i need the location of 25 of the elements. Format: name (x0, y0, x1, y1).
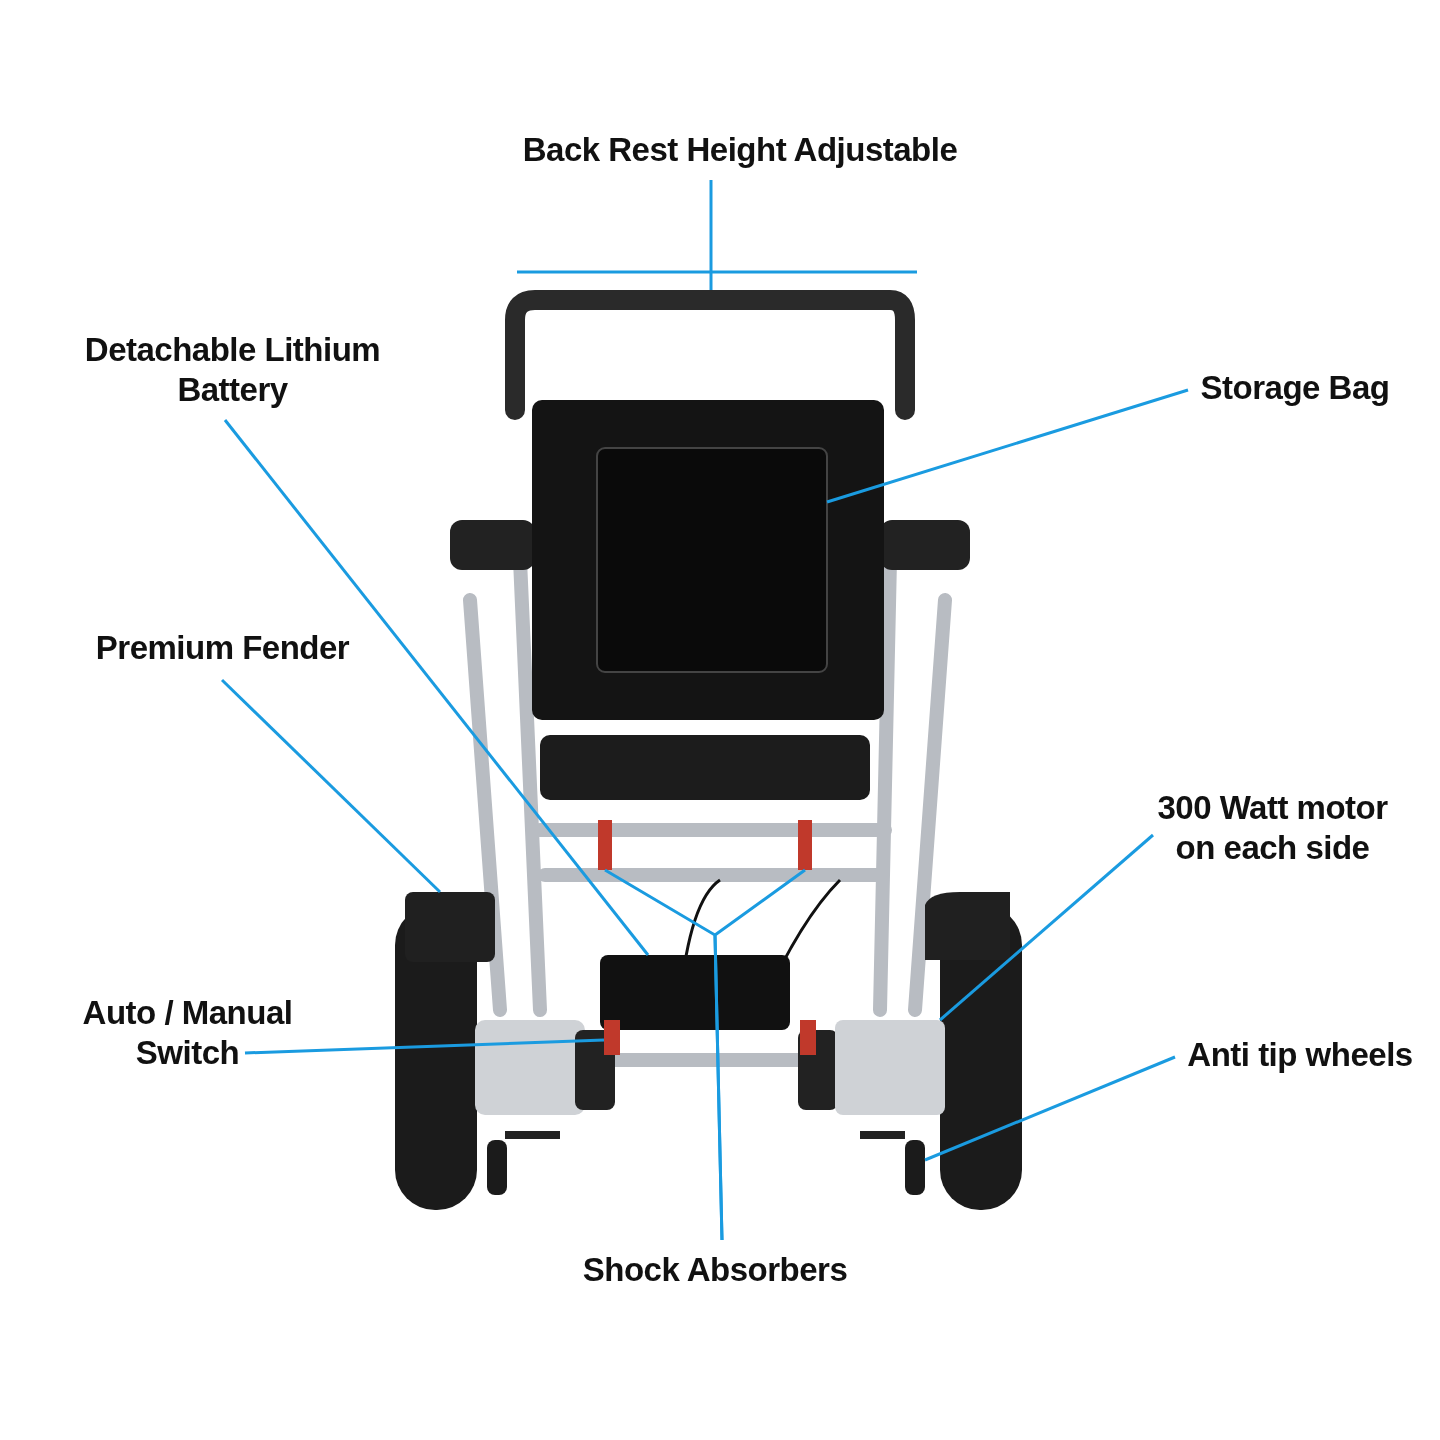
callout-label: Back Rest Height Adjustable (480, 130, 1000, 170)
callout-label: Shock Absorbers (560, 1250, 870, 1290)
callout-label: Detachable Lithium Battery (60, 330, 405, 410)
storage-bag (596, 447, 828, 673)
shock-absorber (598, 820, 612, 870)
callout-label: Storage Bag (1190, 368, 1400, 408)
leader-line (924, 1055, 1176, 1162)
anti-tip-wheel (905, 1140, 925, 1195)
switch-lever (604, 1020, 620, 1055)
backrest-handle (505, 290, 915, 420)
motor (835, 1020, 945, 1115)
callout-label: 300 Watt motor on each side (1140, 788, 1405, 868)
callout-label: Auto / Manual Switch (60, 993, 315, 1073)
leader-line (713, 868, 806, 1241)
leader-line (939, 833, 1154, 1022)
leader-line (244, 1038, 605, 1055)
callout-label: Anti tip wheels (1175, 1035, 1425, 1075)
leader-line (709, 180, 713, 290)
leader-line (220, 678, 442, 894)
callout-label: Premium Fender (80, 628, 365, 668)
shock-absorber (798, 820, 812, 870)
fender (405, 892, 495, 962)
leader-line (826, 388, 1189, 504)
battery-pack (600, 955, 790, 1030)
leader-line (223, 419, 650, 956)
